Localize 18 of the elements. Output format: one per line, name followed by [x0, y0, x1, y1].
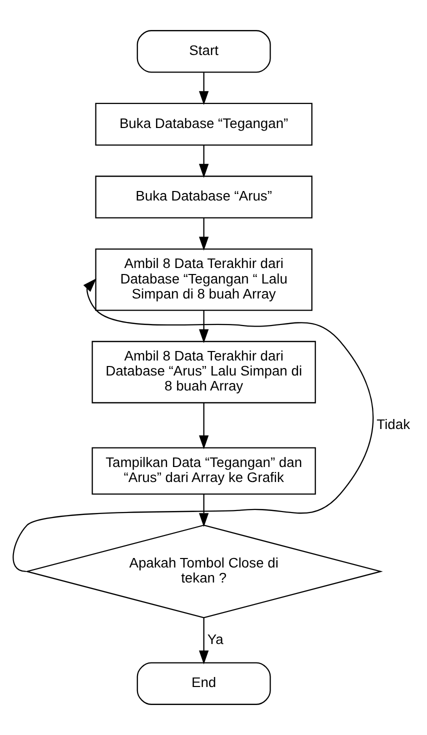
node-box: Ambil 8 Data Terakhir dari Database “Arus” Lalu Simpan di 8 buah Array: [92, 340, 316, 404]
edge-label: Tidak: [376, 416, 410, 432]
node-box: Buka Database “Arus”: [95, 176, 312, 218]
node-box: End: [136, 662, 271, 705]
edge-label: Ya: [207, 630, 224, 647]
arrow: [198, 402, 209, 450]
arrow: [198, 494, 209, 527]
arrow: [13, 278, 374, 572]
arrow: [198, 145, 209, 178]
arrow: [198, 218, 209, 251]
node-box: Ambil 8 Data Terakhir dari Database “Tegangan “ Lalu Simpan di 8 buah Array: [95, 248, 312, 311]
arrow: [198, 618, 209, 664]
node-diamond: Apakah Tombol Close di tekan ?: [24, 524, 383, 618]
arrow: [198, 310, 209, 344]
node-box: Start: [136, 30, 271, 73]
node-box: Tampilkan Data “Tegangan” dan “Arus” dari Array ke Grafik: [92, 447, 316, 495]
arrow: [198, 72, 209, 105]
node-box: Buka Database “Tegangan”: [95, 102, 312, 146]
